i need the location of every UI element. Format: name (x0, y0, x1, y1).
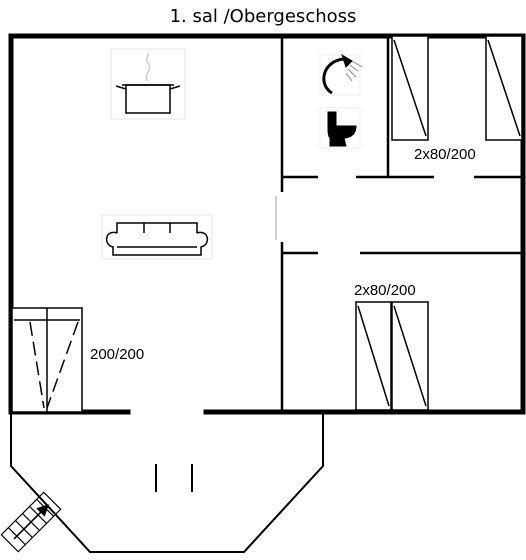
bed-single-upper-1 (391, 35, 429, 141)
bed-label-upper-right: 2x80/200 (414, 146, 476, 163)
interior-walls (275, 36, 523, 412)
plan-title: 1. sal /Obergeschoss (169, 6, 357, 27)
bed-label-living: 200/200 (90, 346, 145, 363)
balcony (10, 414, 324, 553)
bed-double-living (11, 307, 83, 413)
bed-single-lower-2 (391, 301, 429, 411)
shower-icon (319, 53, 363, 96)
bed-single-lower-1 (355, 301, 392, 411)
toilet-icon (319, 107, 361, 149)
balcony-outline (10, 414, 324, 553)
cooking-pot-icon (110, 48, 186, 120)
bed-single-upper-2 (485, 35, 523, 141)
outer-walls (8, 33, 526, 415)
sofa-icon (101, 214, 213, 260)
stairs-icon (0, 491, 62, 553)
bed-label-lower-right: 2x80/200 (354, 282, 416, 299)
